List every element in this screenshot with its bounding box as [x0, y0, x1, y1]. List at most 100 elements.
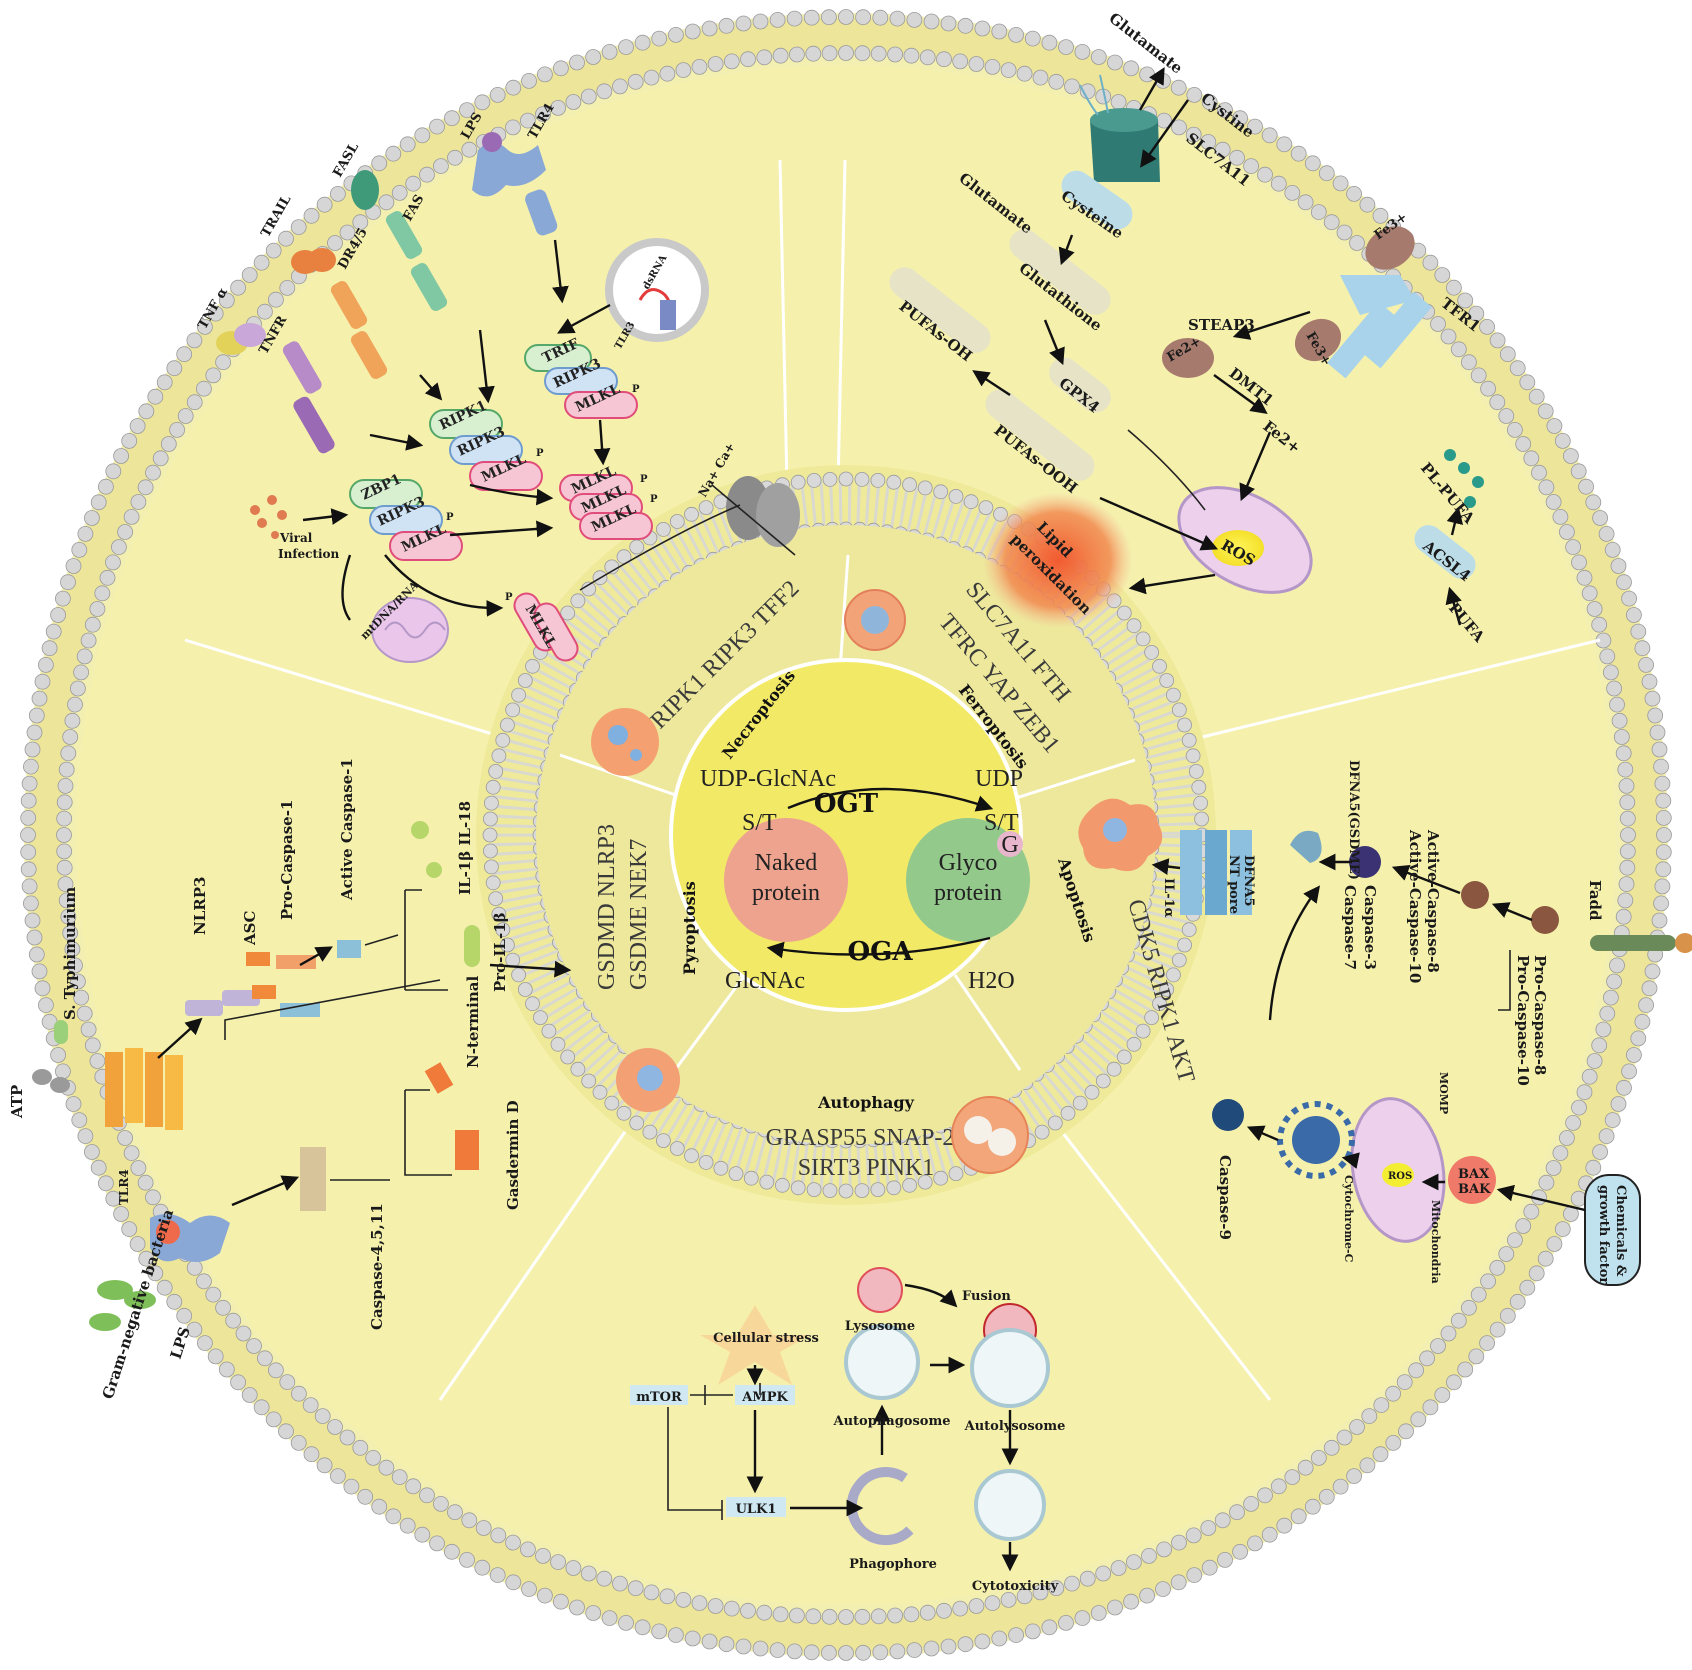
ampk-box — [735, 1385, 795, 1405]
lipid-head — [707, 56, 724, 72]
lipid-head — [1468, 1348, 1485, 1365]
lipid-head — [1545, 494, 1562, 510]
lipid-head — [735, 1638, 752, 1655]
s-typhimurium-label: S. Typhimurium — [61, 887, 79, 1020]
lipid-head — [1644, 690, 1661, 707]
lipid-head — [684, 506, 699, 522]
lipid-head — [1060, 1105, 1076, 1121]
lipid-head — [596, 83, 613, 100]
lipid-head — [1552, 1145, 1569, 1161]
oga-arrow — [766, 936, 991, 959]
lipid-head — [80, 1021, 97, 1038]
lipid-head — [740, 1602, 756, 1619]
lipid-head — [1090, 49, 1107, 65]
lipid-head — [550, 1554, 566, 1570]
nlrp3-label: NLRP3 — [191, 877, 209, 935]
lipid-head — [634, 1619, 651, 1636]
lipid-head — [769, 1642, 786, 1658]
lipid-head — [1310, 204, 1327, 221]
lipid-head — [656, 522, 671, 537]
lipid-head — [482, 827, 498, 843]
lipid-head — [1457, 292, 1474, 309]
fe2-ion-a — [1162, 338, 1214, 378]
lipid-head — [684, 1148, 699, 1164]
lipid-head — [1598, 1128, 1615, 1144]
lipid-head — [378, 1459, 395, 1476]
lipid-head — [560, 1049, 576, 1065]
lipid-head — [612, 78, 628, 95]
cellular-stress-star — [700, 1305, 810, 1385]
pro-caspase1-label: Pro-Caspase-1 — [278, 800, 296, 920]
lipid-head — [1084, 1084, 1100, 1100]
lipid-head — [314, 1408, 331, 1424]
lipid-head — [1422, 254, 1439, 271]
lipid-head — [1616, 574, 1632, 591]
lipid-head — [186, 394, 203, 411]
lipid-head — [371, 1498, 388, 1515]
lipid-head — [205, 367, 222, 384]
lipid-head — [948, 488, 964, 504]
lipid-head — [520, 112, 536, 129]
lipid-head — [772, 1606, 789, 1623]
autophagy-genes-1: GRASP55 SNAP-29 — [766, 1125, 967, 1151]
lipid-head — [752, 1640, 769, 1657]
lipid-head — [675, 62, 692, 78]
pyroptosis-arrows — [157, 889, 572, 1207]
lipid-head — [1528, 388, 1545, 405]
lipid-head — [963, 494, 979, 510]
lipid-head — [105, 554, 121, 571]
lipid-head — [89, 1053, 106, 1069]
p-label-3: P — [446, 512, 454, 523]
lipid-head — [65, 558, 82, 574]
pyroptosis-genes-2: GSDME NEK7 — [626, 839, 652, 990]
lipid-head — [553, 1593, 569, 1610]
lipid-head — [1261, 127, 1278, 144]
lipid-head — [1171, 952, 1187, 968]
lipid-head — [585, 49, 602, 65]
lipid-head — [698, 500, 714, 516]
lipid-head — [57, 778, 74, 794]
lipid-head — [1537, 1250, 1554, 1267]
lipid-head — [1586, 601, 1603, 617]
lipid-head — [499, 937, 515, 953]
chemicals-label-2: growth factor — [1596, 1185, 1611, 1284]
asc-label: ASC — [241, 911, 259, 946]
lipid-head — [1336, 224, 1353, 241]
lipid-head — [76, 1005, 93, 1022]
lipid-head — [267, 1362, 284, 1379]
lipid-head — [1655, 861, 1672, 878]
lipid-head — [1152, 996, 1167, 1012]
lipid-head — [642, 1124, 658, 1140]
bax-label: BAX — [1458, 1167, 1490, 1182]
naked-label-1: Naked — [755, 850, 818, 876]
lipid-head — [634, 34, 651, 51]
gpx4-pill — [1049, 357, 1111, 413]
lipid-head — [1166, 967, 1181, 983]
lipid-head — [1141, 1548, 1157, 1564]
lipid-head — [822, 1183, 838, 1198]
lipid-head — [718, 1636, 735, 1653]
lipid-head — [1123, 60, 1139, 77]
lipid-head — [923, 13, 940, 30]
lipid-head — [1546, 1236, 1563, 1252]
lipid-head — [1565, 539, 1581, 555]
lipid-head — [1095, 1565, 1112, 1582]
caspase3-label: Caspase-3 — [1361, 885, 1379, 970]
lipid-head — [1332, 1478, 1349, 1495]
lipid-head — [1430, 316, 1446, 332]
core-circle: UDP-GlcNAc UDP OGT S/T S/T G Naked prote… — [669, 658, 1030, 1012]
lipid-head — [62, 925, 79, 941]
lipid-head — [505, 79, 522, 96]
lipid-head — [391, 184, 408, 201]
lipid-head — [73, 664, 89, 681]
caspase7-label: Caspase-7 — [1341, 885, 1359, 970]
pro-casp8-label: Pro-Caspase-8 — [1531, 955, 1549, 1075]
atp-label: ATP — [8, 1085, 26, 1119]
lipid-head — [352, 1439, 369, 1456]
lipid-head — [838, 1645, 854, 1661]
lipid-head — [1193, 795, 1208, 811]
lipid-head — [256, 1350, 273, 1367]
lipid-head — [769, 11, 786, 28]
lipid-head — [1619, 794, 1636, 811]
lipid-head — [20, 861, 37, 878]
